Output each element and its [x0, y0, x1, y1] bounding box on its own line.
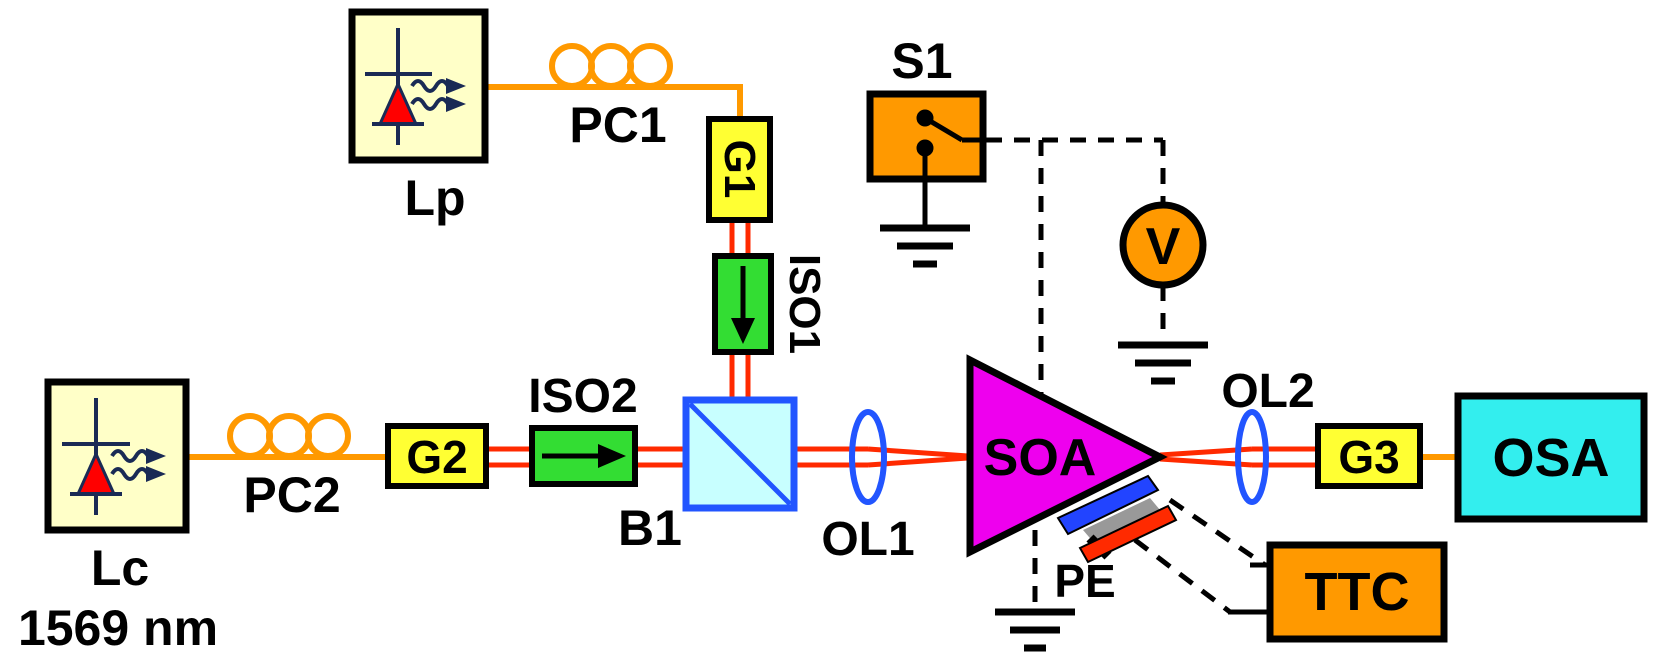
iso2-label: ISO2: [528, 370, 637, 423]
laser-lp-label: Lp: [404, 170, 465, 226]
lens-icon: [1235, 409, 1269, 505]
laser-diode-icon: [62, 398, 166, 515]
ttc-controller: [1266, 541, 1448, 643]
laser-diode-icon: [365, 28, 466, 145]
ttc-label: TTC: [1305, 562, 1410, 622]
iso1-label: ISO1: [780, 254, 829, 354]
electrical-wires: [986, 137, 1267, 614]
laser-lp: [348, 8, 489, 164]
ttc-wire-stubs: [1228, 562, 1270, 615]
pe-element: [1056, 474, 1178, 564]
g1-label: G1: [715, 140, 764, 199]
ol2-label: OL2: [1221, 365, 1314, 418]
g1-connector: [706, 116, 773, 223]
soa-label: SOA: [984, 429, 1097, 487]
g2-connector: [385, 423, 489, 489]
voltmeter-label: V: [1146, 218, 1181, 276]
osa-analyzer: [1454, 392, 1648, 523]
ground-icon: [1118, 341, 1208, 385]
beam-splitter-icon: [682, 396, 798, 512]
ground-icon: [880, 224, 970, 268]
g3-connector: [1315, 423, 1423, 489]
pe-label: PE: [1054, 555, 1115, 607]
laser-lc-label: Lc: [91, 540, 149, 596]
b1-label: B1: [618, 500, 682, 556]
pc2-label: PC2: [243, 467, 340, 523]
laser-lc-wavelength: 1569 nm: [18, 600, 218, 656]
ground-icon: [995, 608, 1075, 652]
laser-lc: [44, 378, 190, 534]
lens-icon: [849, 409, 887, 505]
polarization-controller-icon: [227, 413, 351, 459]
soa-amplifier: [966, 354, 1168, 558]
switch-icon: [916, 109, 986, 225]
ol1-label: OL1: [821, 513, 914, 566]
pc1-label: PC1: [569, 97, 666, 153]
isolator-arrow-icon: [731, 266, 755, 344]
voltmeter: [1119, 201, 1207, 289]
polarization-controller-icon: [549, 43, 673, 89]
isolator-arrow-icon: [542, 444, 626, 468]
s1-label: S1: [891, 33, 952, 89]
g2-label: G2: [406, 431, 467, 483]
g3-label: G3: [1338, 431, 1399, 483]
osa-label: OSA: [1492, 428, 1609, 488]
